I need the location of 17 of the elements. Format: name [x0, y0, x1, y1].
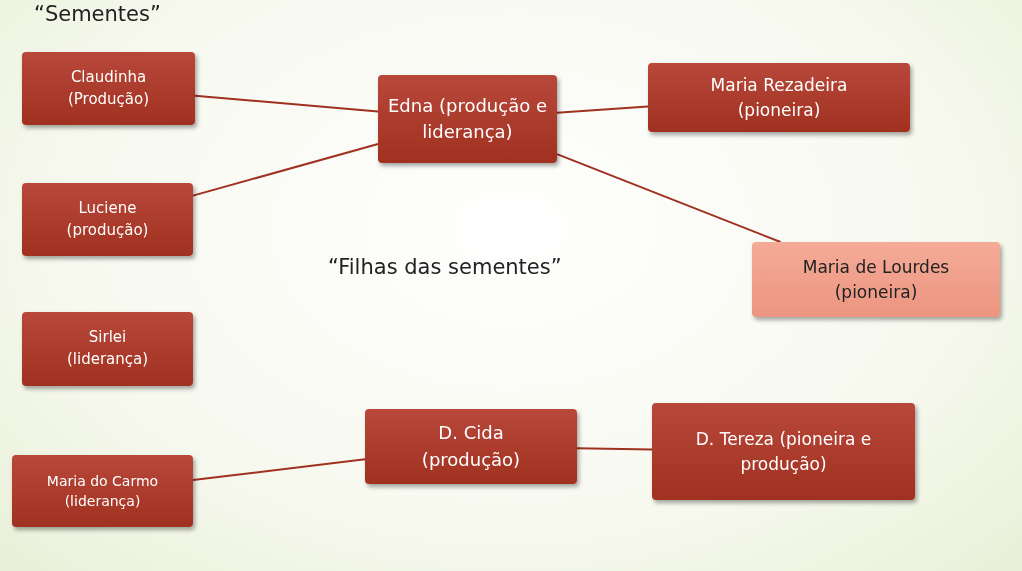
group-heading: “Filhas das sementes”: [328, 255, 562, 279]
connector-line: [576, 447, 653, 451]
person-box: D. Cida (produção): [365, 409, 577, 484]
connector-line: [556, 153, 782, 243]
person-box: Maria Rezadeira (pioneira): [648, 63, 910, 132]
person-box: Edna (produção e liderança): [378, 75, 557, 163]
person-box: Claudinha (Produção): [22, 52, 195, 125]
person-box: Luciene (produção): [22, 183, 193, 256]
connector-line: [556, 105, 649, 114]
connector-line: [192, 458, 366, 482]
person-box: Maria de Lourdes (pioneira): [752, 242, 1000, 317]
connector-line: [192, 143, 379, 197]
group-heading: “Sementes”: [34, 2, 161, 26]
connector-line: [194, 94, 379, 113]
person-box: Sirlei (liderança): [22, 312, 193, 386]
person-box: Maria do Carmo (liderança): [12, 455, 193, 527]
person-box: D. Tereza (pioneira e produção): [652, 403, 915, 500]
